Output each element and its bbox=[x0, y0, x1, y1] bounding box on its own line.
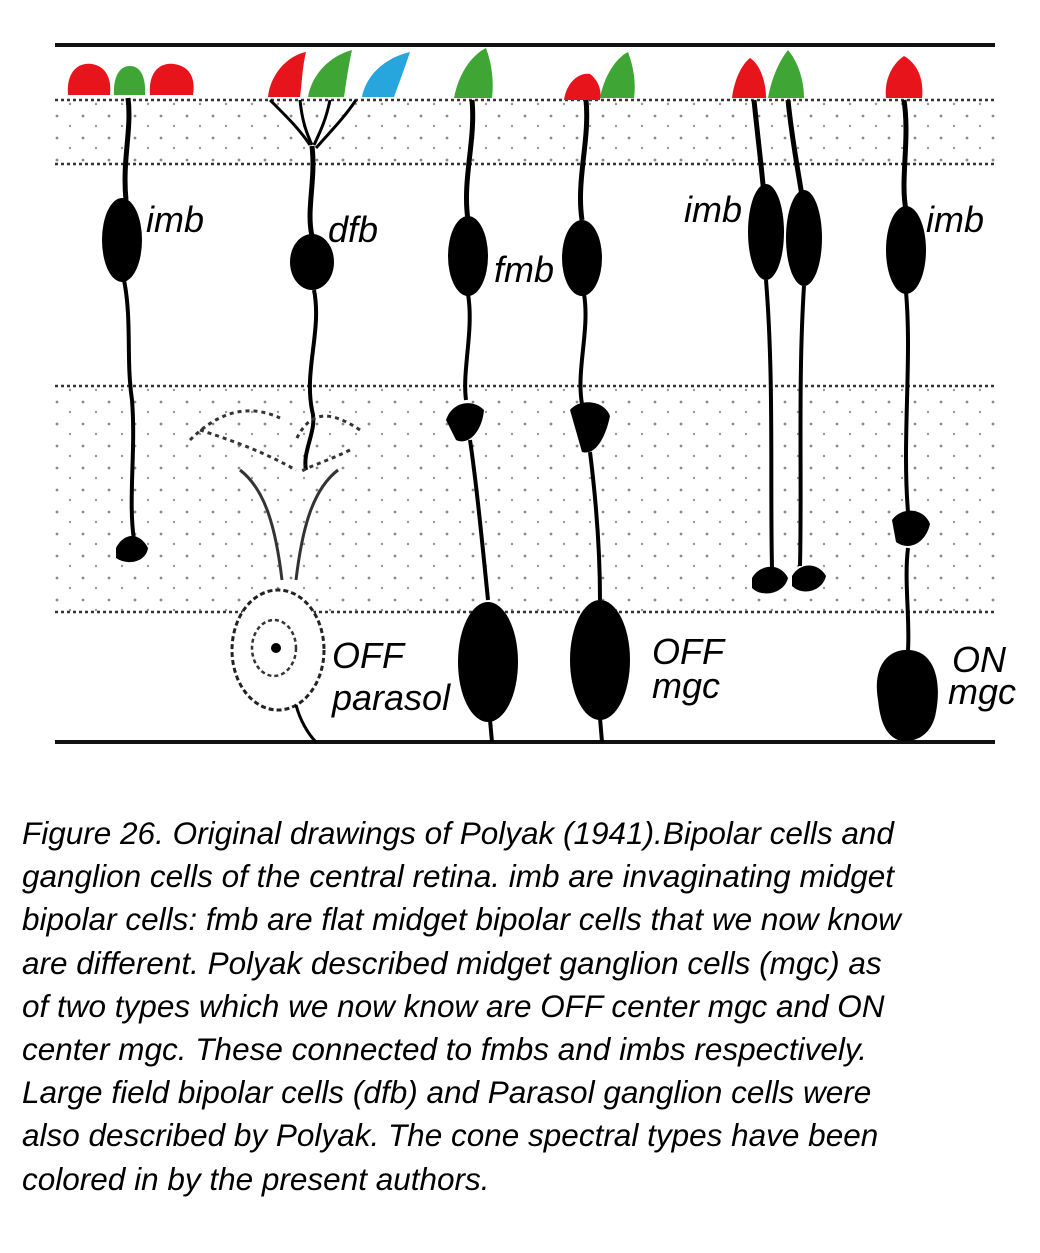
terminal bbox=[570, 402, 610, 453]
soma bbox=[458, 602, 518, 722]
axon bbox=[294, 704, 318, 744]
axon bbox=[303, 289, 319, 471]
axon bbox=[463, 99, 476, 221]
caption-line: colored in by the present authors. bbox=[22, 1160, 490, 1197]
inner-plexiform-layer bbox=[55, 386, 995, 612]
caption-line: are different. Polyak described midget g… bbox=[22, 944, 882, 981]
off-parasol-label-line1: OFF bbox=[332, 635, 406, 676]
dfb-cell bbox=[268, 50, 410, 471]
axon bbox=[598, 717, 604, 743]
caption-line: Figure 26. Original drawings of Polyak (… bbox=[22, 815, 894, 851]
axon bbox=[785, 99, 805, 197]
axon bbox=[577, 99, 590, 221]
cone-green bbox=[768, 50, 804, 98]
nucleus bbox=[250, 618, 298, 678]
axon bbox=[588, 451, 602, 601]
axon bbox=[764, 279, 774, 569]
soma bbox=[448, 216, 488, 296]
terminal bbox=[792, 565, 826, 592]
fmb-cell-2 bbox=[562, 52, 635, 453]
dendrite-trunk bbox=[239, 468, 339, 581]
off-parasol-ganglion-cell bbox=[188, 409, 361, 744]
axon bbox=[463, 293, 472, 401]
axon bbox=[904, 547, 911, 651]
off-parasol-label-line2: parasol bbox=[331, 677, 451, 718]
caption-line: Large field bipolar cells (dfb) and Para… bbox=[22, 1074, 872, 1111]
soma bbox=[562, 220, 602, 296]
cone-green bbox=[113, 66, 146, 95]
axon bbox=[122, 279, 136, 541]
imb-label-3: imb bbox=[926, 199, 984, 240]
cone-red bbox=[149, 63, 194, 95]
dendrites bbox=[268, 98, 358, 149]
caption-line: also described by Polyak. The cone spect… bbox=[22, 1117, 879, 1154]
imb-label-1: imb bbox=[146, 199, 204, 240]
nucleolus bbox=[271, 643, 281, 653]
axon bbox=[488, 719, 494, 743]
on-mgc-label-line2: mgc bbox=[948, 671, 1016, 712]
axon bbox=[468, 439, 490, 601]
soma bbox=[290, 234, 334, 290]
soma bbox=[786, 190, 822, 286]
soma bbox=[102, 198, 142, 282]
soma bbox=[886, 206, 926, 294]
dfb-label: dfb bbox=[328, 209, 378, 250]
on-mgc-label-line1: ON bbox=[952, 639, 1007, 680]
imb-cell-1 bbox=[67, 63, 194, 563]
caption-line: bipolar cells: fmb are flat midget bipol… bbox=[22, 901, 901, 938]
off-mgc-cell-1 bbox=[458, 439, 518, 743]
on-mgc-cell bbox=[876, 547, 938, 741]
soma bbox=[748, 184, 784, 280]
terminal bbox=[752, 566, 788, 594]
figure-caption: Figure 26. Original drawings of Polyak (… bbox=[22, 812, 1022, 1201]
caption-line: center mgc. These connected to fmbs and … bbox=[22, 1031, 868, 1068]
axon bbox=[122, 97, 132, 201]
dendritic-tree bbox=[188, 409, 361, 474]
fmb-label: fmb bbox=[494, 249, 554, 290]
cone-green bbox=[308, 50, 352, 97]
outer-plexiform-layer bbox=[55, 100, 995, 164]
cone-red bbox=[564, 73, 601, 100]
axon bbox=[307, 145, 316, 237]
terminal bbox=[446, 403, 484, 442]
fmb-cell bbox=[446, 48, 493, 442]
cone-green bbox=[454, 48, 493, 98]
soma bbox=[570, 600, 630, 720]
axon bbox=[578, 293, 588, 405]
off-mgc-cell-2 bbox=[570, 451, 630, 743]
cone-red bbox=[268, 52, 306, 97]
polyak-retina-drawing: imb dfb fmb imb imb OFF parasol OFF mgc … bbox=[55, 43, 1016, 744]
cone-blue bbox=[362, 52, 410, 97]
cone-red bbox=[885, 56, 923, 98]
imb-label-2: imb bbox=[684, 189, 742, 230]
imb-cell-pair bbox=[732, 50, 826, 594]
cone-red bbox=[67, 63, 111, 95]
axon bbox=[798, 285, 806, 567]
cone-green bbox=[600, 52, 635, 98]
soma bbox=[876, 649, 938, 741]
off-mgc-label-line2: mgc bbox=[652, 665, 720, 706]
axon bbox=[904, 291, 910, 513]
off-mgc-label-line1: OFF bbox=[652, 631, 726, 672]
cone-red bbox=[732, 58, 766, 98]
terminal bbox=[116, 536, 148, 563]
terminal bbox=[892, 510, 930, 546]
axon bbox=[901, 99, 909, 211]
caption-line: of two types which we now know are OFF c… bbox=[22, 987, 885, 1024]
imb-cell-3 bbox=[885, 56, 930, 546]
caption-line: ganglion cells of the central retina. im… bbox=[22, 858, 895, 895]
